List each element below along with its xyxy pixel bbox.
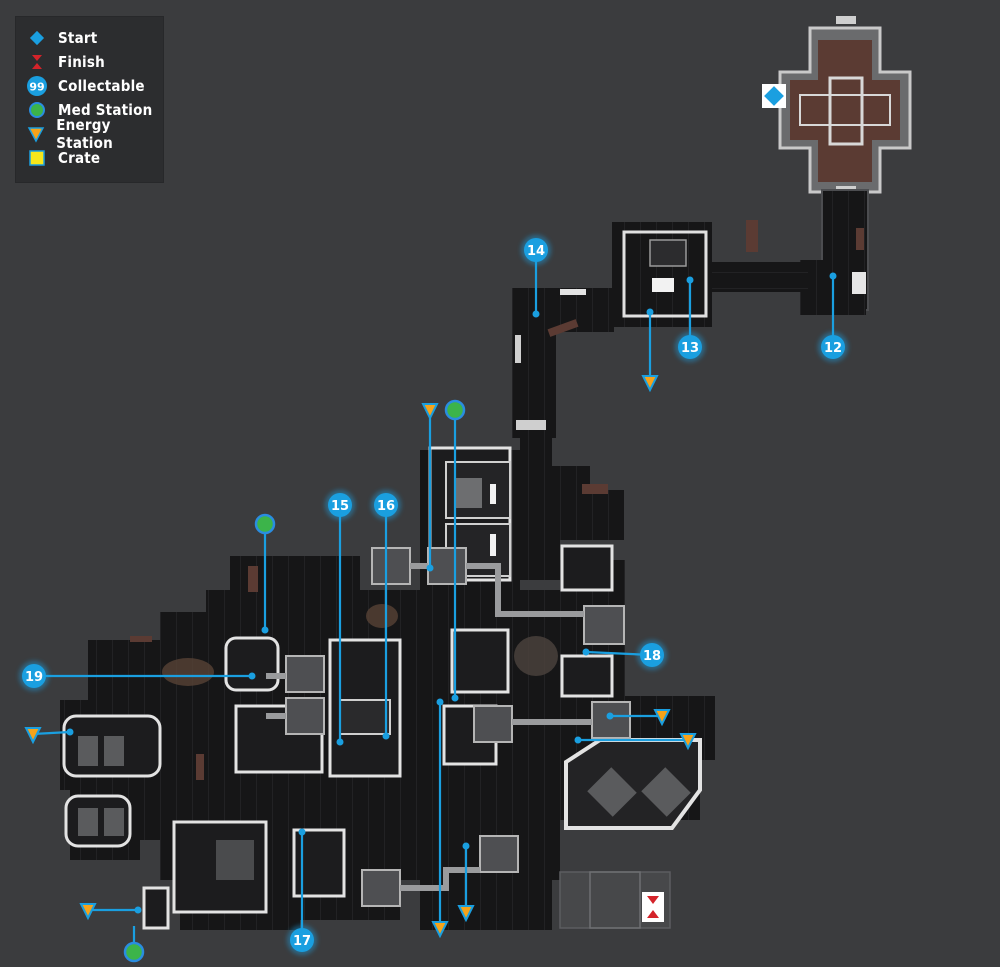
energy-station-icon[interactable] bbox=[641, 375, 659, 393]
collectable-badge-17[interactable]: 17 bbox=[287, 925, 317, 955]
collectable-number: 15 bbox=[331, 499, 349, 514]
machinery-units bbox=[266, 547, 631, 907]
crate-square-icon bbox=[26, 147, 48, 169]
energy-station-icon[interactable] bbox=[431, 921, 449, 939]
energy-station-icon[interactable] bbox=[679, 733, 697, 751]
energy-station-markers bbox=[24, 375, 697, 939]
energy-station-triangle-icon bbox=[26, 123, 46, 145]
energy-station-icon[interactable] bbox=[653, 709, 671, 727]
energy-station-icon[interactable] bbox=[24, 727, 42, 745]
legend-item-med-station: Med Station bbox=[26, 99, 152, 121]
map-legend: Start Finish 99 Collectable Med Station … bbox=[16, 17, 163, 182]
collectable-number: 13 bbox=[681, 341, 699, 356]
legend-label: Start bbox=[58, 29, 98, 47]
finish-arrows-icon[interactable] bbox=[642, 892, 664, 922]
collectable-number: 14 bbox=[527, 244, 545, 259]
marker-anchor-dots bbox=[66, 272, 837, 914]
med-station-icon[interactable] bbox=[444, 399, 466, 421]
energy-station-icon[interactable] bbox=[457, 905, 475, 923]
med-station-icon[interactable] bbox=[254, 513, 276, 535]
legend-item-start: Start bbox=[26, 27, 97, 49]
legend-item-collectable: 99 Collectable bbox=[26, 75, 145, 97]
east-corridor bbox=[708, 189, 869, 315]
legend-label: Energy Station bbox=[56, 116, 113, 152]
collectable-badge-text: 99 bbox=[29, 81, 44, 94]
collectable-number: 17 bbox=[293, 934, 311, 949]
collectable-markers: 12 13 14 15 16 17 18 bbox=[19, 235, 848, 955]
energy-station-icon[interactable] bbox=[421, 403, 439, 421]
start-diamond-icon bbox=[26, 27, 48, 49]
collectable-badge-16[interactable]: 16 bbox=[371, 490, 401, 520]
legend-item-finish: Finish bbox=[26, 51, 105, 73]
collectable-badge-15[interactable]: 15 bbox=[325, 490, 355, 520]
collectable-number: 12 bbox=[824, 341, 842, 356]
med-station-markers bbox=[123, 399, 466, 963]
central-block bbox=[420, 446, 624, 590]
legend-label: Crate bbox=[58, 149, 101, 167]
collectable-number: 16 bbox=[377, 499, 395, 514]
collectable-number: 19 bbox=[25, 670, 43, 685]
legend-item-crate: Crate bbox=[26, 147, 100, 169]
legend-label: Collectable bbox=[58, 77, 145, 95]
collectable-badge-icon: 99 bbox=[26, 75, 48, 97]
energy-station-icon[interactable] bbox=[79, 903, 97, 921]
collectable-number: 18 bbox=[643, 649, 661, 664]
collectable-badge-13[interactable]: 13 bbox=[675, 332, 705, 362]
med-station-icon[interactable] bbox=[123, 941, 145, 963]
main-floor bbox=[60, 544, 715, 930]
collectable-badge-14[interactable]: 14 bbox=[521, 235, 551, 265]
marker-lines bbox=[32, 250, 835, 952]
legend-label: Finish bbox=[58, 53, 105, 71]
collectable-badge-18[interactable]: 18 bbox=[637, 640, 667, 670]
collectable-badge-12[interactable]: 12 bbox=[818, 332, 848, 362]
legend-item-energy-station: Energy Station bbox=[26, 116, 163, 152]
start-diamond-icon[interactable] bbox=[762, 84, 786, 108]
finish-arrows-icon bbox=[26, 51, 48, 73]
room-13 bbox=[612, 222, 712, 327]
start-room bbox=[778, 16, 912, 194]
legend-label: Med Station bbox=[58, 101, 153, 119]
med-station-circle-icon bbox=[26, 99, 48, 121]
collectable-badge-19[interactable]: 19 bbox=[19, 661, 49, 691]
